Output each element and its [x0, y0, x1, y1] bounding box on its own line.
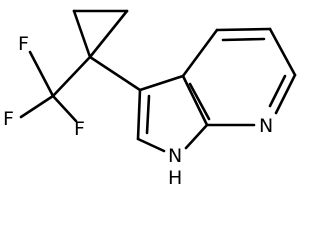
bond-c4-c5: [215, 27, 272, 32]
bond-c5-c6: [268, 27, 297, 77]
atom-f-bottom: F: [74, 118, 85, 140]
bond-f-top: [28, 50, 55, 98]
bond-c6-n7-inner: [268, 74, 287, 108]
structure-canvas: F F F N N H: [3, 9, 297, 189]
bond-c3a-c7a-inner: [188, 82, 211, 121]
bond-c3-c2-inner: [145, 94, 151, 135]
bond-f-left: [19, 94, 55, 119]
bond-c7a-c3a: [181, 74, 209, 127]
bond-cyclopropyl-c3: [88, 55, 142, 92]
bond-n1-c7a: [184, 123, 209, 150]
bond-c3-c3a: [138, 74, 185, 92]
bond-cyclopropane-c: [88, 9, 129, 59]
bond-f-bottom: [51, 94, 78, 123]
bond-cf3-cyclopropyl: [51, 55, 92, 98]
bond-c3-c2: [136, 88, 142, 141]
molecule-structure: F F F N N H: [3, 9, 297, 189]
atom-f-top: F: [18, 33, 29, 55]
bond-c3a-c4: [181, 28, 219, 78]
bond-c6-n7: [274, 73, 297, 115]
atom-n-pyrrole: N: [168, 145, 182, 167]
atom-n-pyridine: N: [259, 115, 273, 137]
bond-c4-c5-inner: [221, 37, 266, 42]
bond-c2-n1: [136, 137, 166, 153]
atom-h-pyrrole: H: [168, 167, 182, 189]
atom-f-left: F: [3, 108, 14, 130]
bond-cyclopropane-a: [72, 9, 92, 59]
